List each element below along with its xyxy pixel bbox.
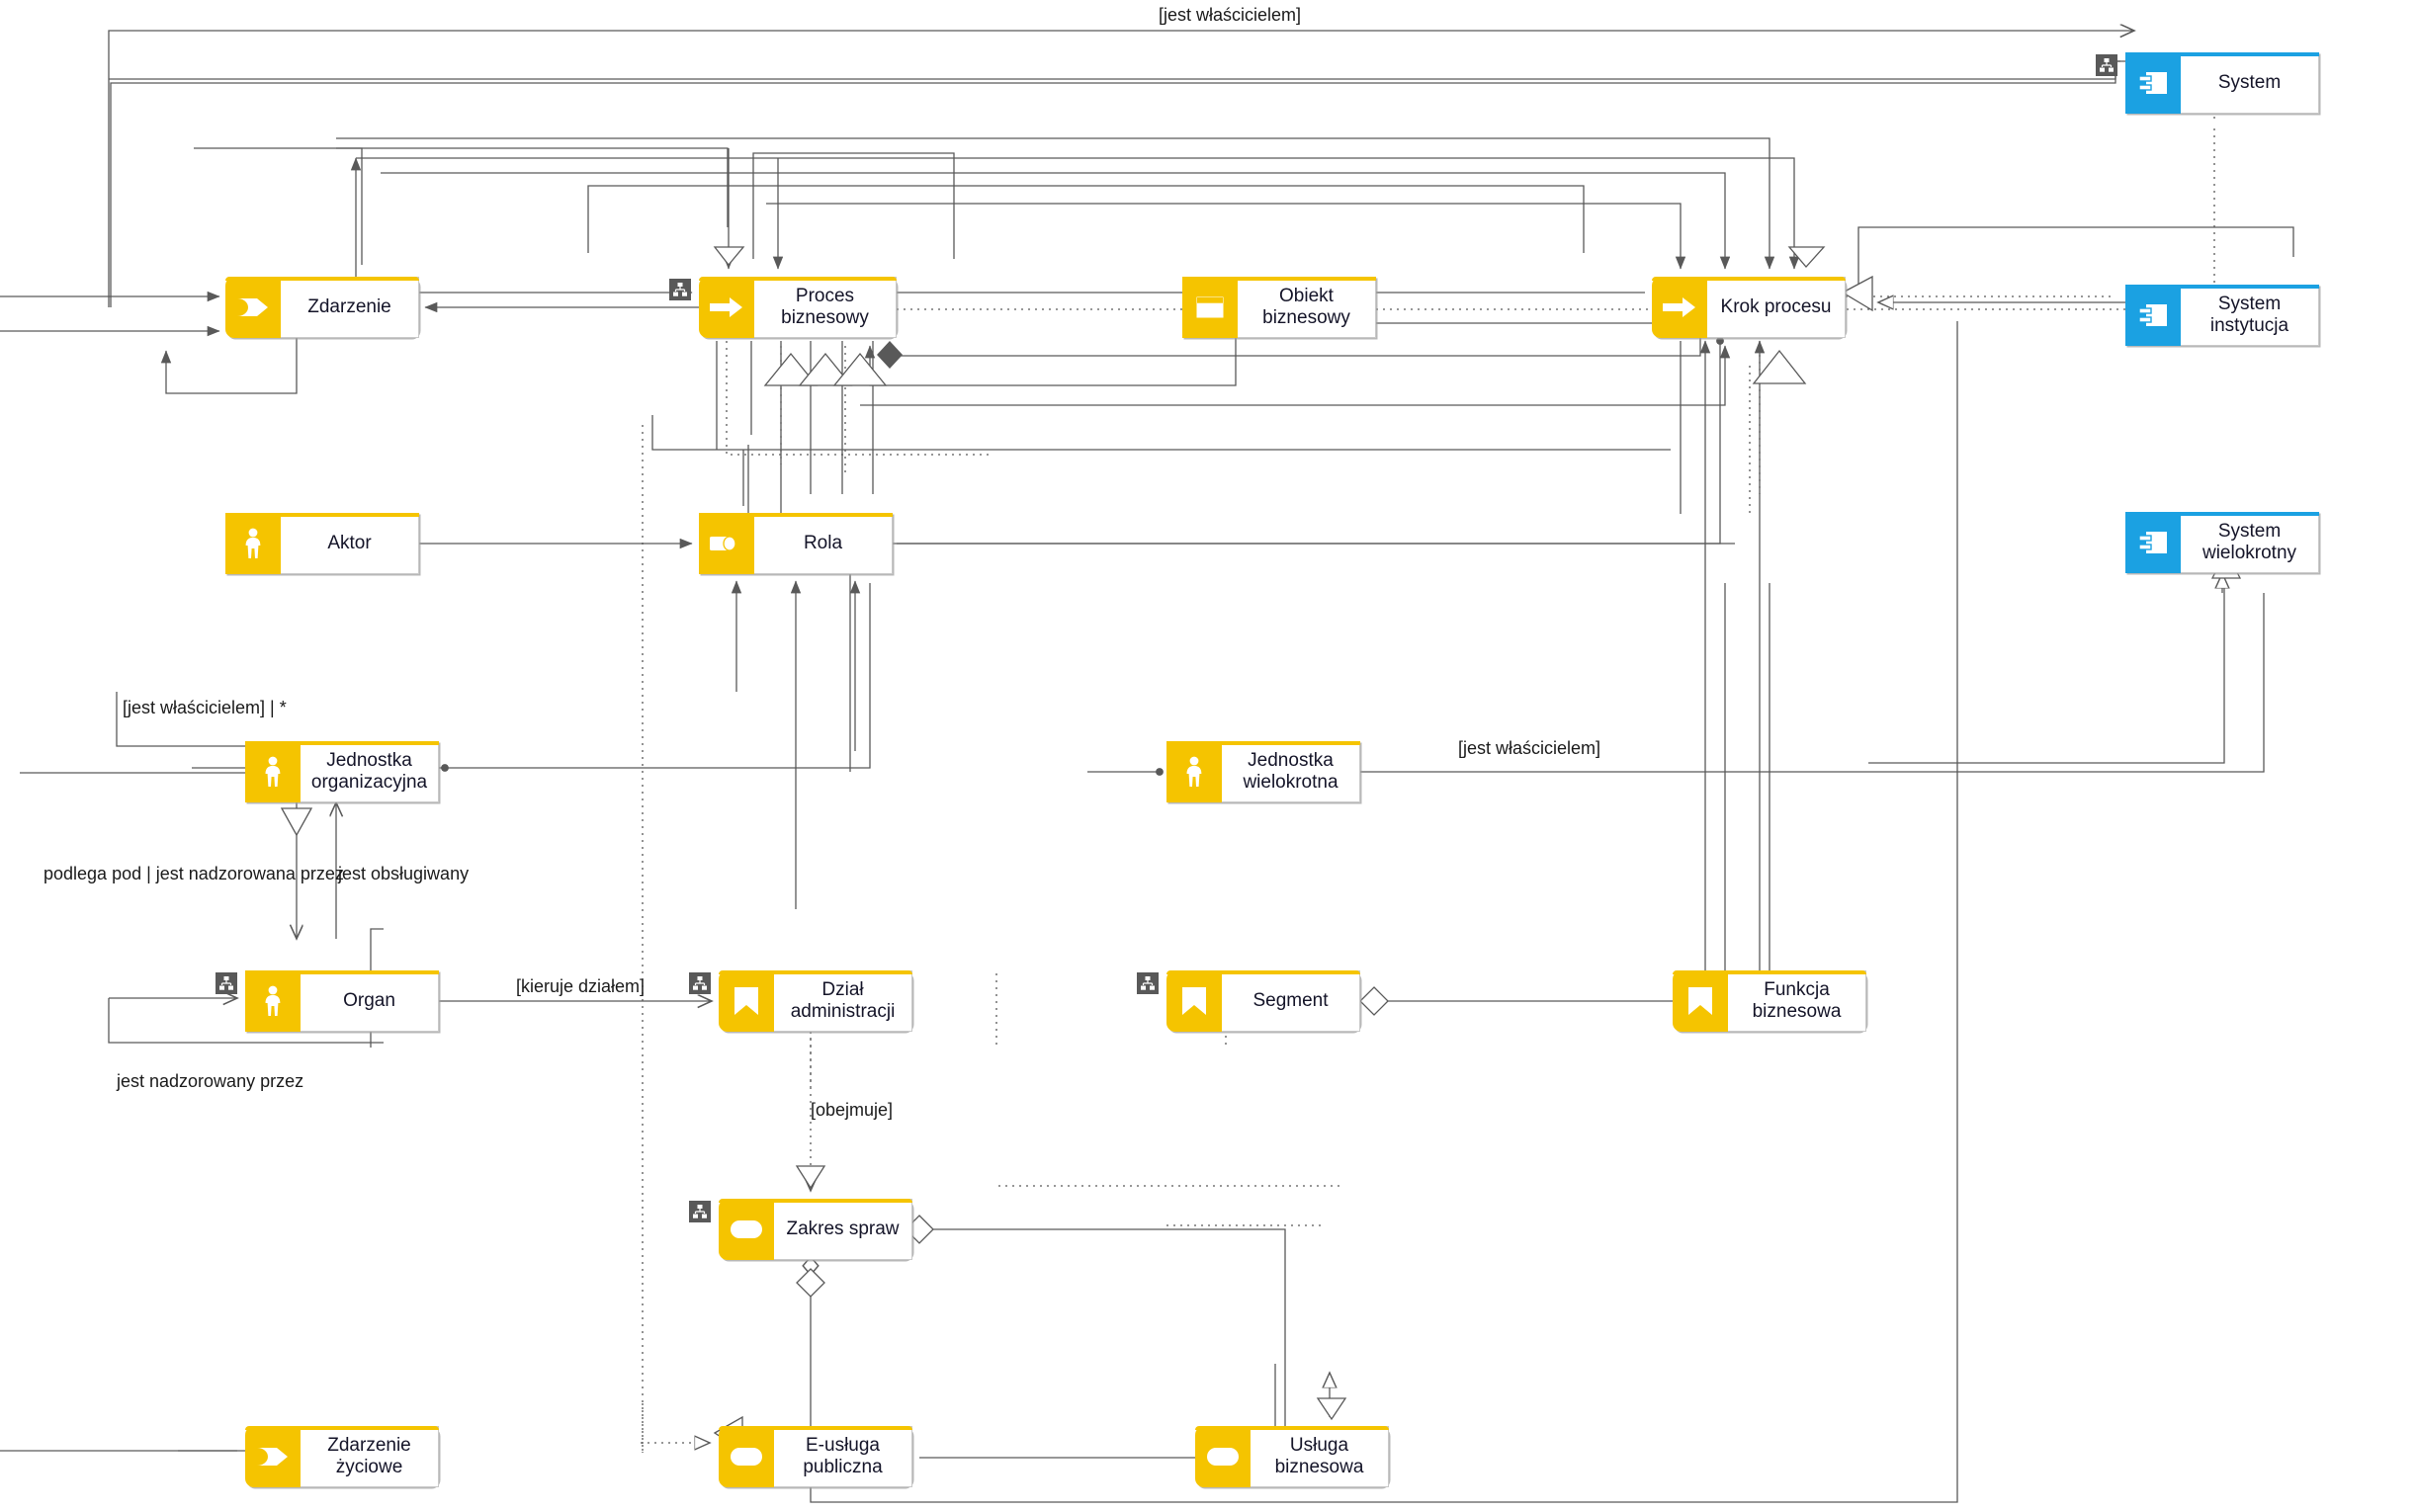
edge-label-top-owner: [jest właścicielem] xyxy=(1159,5,1302,25)
edge-label-subord: podlega pod | jest nadzorowana przez xyxy=(43,864,344,883)
business-event-icon xyxy=(225,277,281,338)
business-event-icon xyxy=(245,1426,301,1487)
business-actor-icon xyxy=(225,513,281,574)
node-label: Zdarzenie xyxy=(281,277,419,338)
node-rola[interactable]: Rola xyxy=(699,513,893,574)
node-accent-bar xyxy=(719,970,912,974)
nested-elements-badge-icon[interactable] xyxy=(689,1201,711,1222)
edge-label-served: jest obsługiwany xyxy=(338,864,470,883)
node-obiekt[interactable]: Obiekt biznesowy xyxy=(1182,277,1376,338)
business-function-icon xyxy=(1166,970,1222,1032)
node-accent-bar xyxy=(1182,277,1376,281)
node-system[interactable]: System xyxy=(2125,52,2319,114)
business-process-icon xyxy=(699,277,754,338)
node-accent-bar xyxy=(225,277,419,281)
node-label: Zakres spraw xyxy=(774,1199,912,1260)
node-accent-bar xyxy=(245,1426,439,1430)
node-label: Obiekt biznesowy xyxy=(1238,277,1376,338)
application-component-icon xyxy=(2125,285,2181,346)
business-actor-icon xyxy=(1166,741,1222,802)
nested-elements-badge-icon[interactable] xyxy=(1137,972,1159,994)
business-service-icon xyxy=(1195,1426,1251,1487)
node-label: Aktor xyxy=(281,513,419,574)
nested-elements-badge-icon[interactable] xyxy=(669,279,691,300)
node-zdarzenie[interactable]: Zdarzenie xyxy=(225,277,419,338)
node-accent-bar xyxy=(1673,970,1866,974)
node-usluga-biz[interactable]: Usługa biznesowa xyxy=(1195,1426,1389,1487)
node-accent-bar xyxy=(1166,970,1360,974)
node-proces[interactable]: Proces biznesowy xyxy=(699,277,897,338)
nested-elements-badge-icon[interactable] xyxy=(689,972,711,994)
node-eusluga[interactable]: E-usługa publiczna xyxy=(719,1426,912,1487)
node-accent-bar xyxy=(699,277,897,281)
node-label: System instytucja xyxy=(2181,285,2319,346)
application-component-icon xyxy=(2125,52,2181,114)
node-accent-bar xyxy=(1652,277,1846,281)
node-accent-bar xyxy=(699,513,893,517)
business-actor-icon xyxy=(245,741,301,802)
node-accent-bar xyxy=(719,1426,912,1430)
node-label: System wielokrotny xyxy=(2181,512,2319,573)
node-zakres[interactable]: Zakres spraw xyxy=(719,1199,912,1260)
node-accent-bar xyxy=(245,741,439,745)
edge-label-manages: [kieruje działem] xyxy=(516,976,646,996)
node-label: Usługa biznesowa xyxy=(1251,1426,1389,1487)
node-label: Rola xyxy=(754,513,893,574)
node-accent-bar xyxy=(1166,741,1360,745)
edge-label-owner-right: [jest właścicielem] xyxy=(1458,738,1601,758)
node-accent-bar xyxy=(2125,285,2319,289)
node-label: Segment xyxy=(1222,970,1360,1032)
node-aktor[interactable]: Aktor xyxy=(225,513,419,574)
node-krok[interactable]: Krok procesu xyxy=(1652,277,1846,338)
edge-label-includes: [obejmuje] xyxy=(811,1100,894,1120)
business-function-icon xyxy=(719,970,774,1032)
business-role-icon xyxy=(699,513,754,574)
business-service-icon xyxy=(719,1426,774,1487)
nested-elements-badge-icon[interactable] xyxy=(216,972,237,994)
node-label: Organ xyxy=(301,970,439,1032)
node-label: Proces biznesowy xyxy=(754,277,897,338)
node-accent-bar xyxy=(2125,52,2319,56)
node-funkcja[interactable]: Funkcja biznesowa xyxy=(1673,970,1866,1032)
nested-elements-badge-icon[interactable] xyxy=(2096,54,2117,76)
application-component-icon xyxy=(2125,512,2181,573)
edge-label-owner-star: [jest właścicielem] | * xyxy=(123,698,287,717)
node-system-wiel[interactable]: System wielokrotny xyxy=(2125,512,2319,573)
business-actor-icon xyxy=(245,970,301,1032)
business-object-icon xyxy=(1182,277,1238,338)
node-dzial[interactable]: Dział administracji xyxy=(719,970,912,1032)
node-accent-bar xyxy=(2125,512,2319,516)
node-accent-bar xyxy=(1195,1426,1389,1430)
node-accent-bar xyxy=(225,513,419,517)
node-label: Funkcja biznesowa xyxy=(1728,970,1866,1032)
business-service-icon xyxy=(719,1199,774,1260)
node-segment[interactable]: Segment xyxy=(1166,970,1360,1032)
node-label: System xyxy=(2181,52,2319,114)
business-process-icon xyxy=(1652,277,1707,338)
node-label: Dział administracji xyxy=(774,970,912,1032)
business-function-icon xyxy=(1673,970,1728,1032)
node-system-inst[interactable]: System instytucja xyxy=(2125,285,2319,346)
node-label: Zdarzenie życiowe xyxy=(301,1426,439,1487)
node-zdarz-zyc[interactable]: Zdarzenie życiowe xyxy=(245,1426,439,1487)
node-accent-bar xyxy=(245,970,439,974)
node-organ[interactable]: Organ xyxy=(245,970,439,1032)
node-label: Krok procesu xyxy=(1707,277,1846,338)
node-label: E-usługa publiczna xyxy=(774,1426,912,1487)
node-accent-bar xyxy=(719,1199,912,1203)
edge-label-supervised: jest nadzorowany przez xyxy=(117,1071,304,1091)
